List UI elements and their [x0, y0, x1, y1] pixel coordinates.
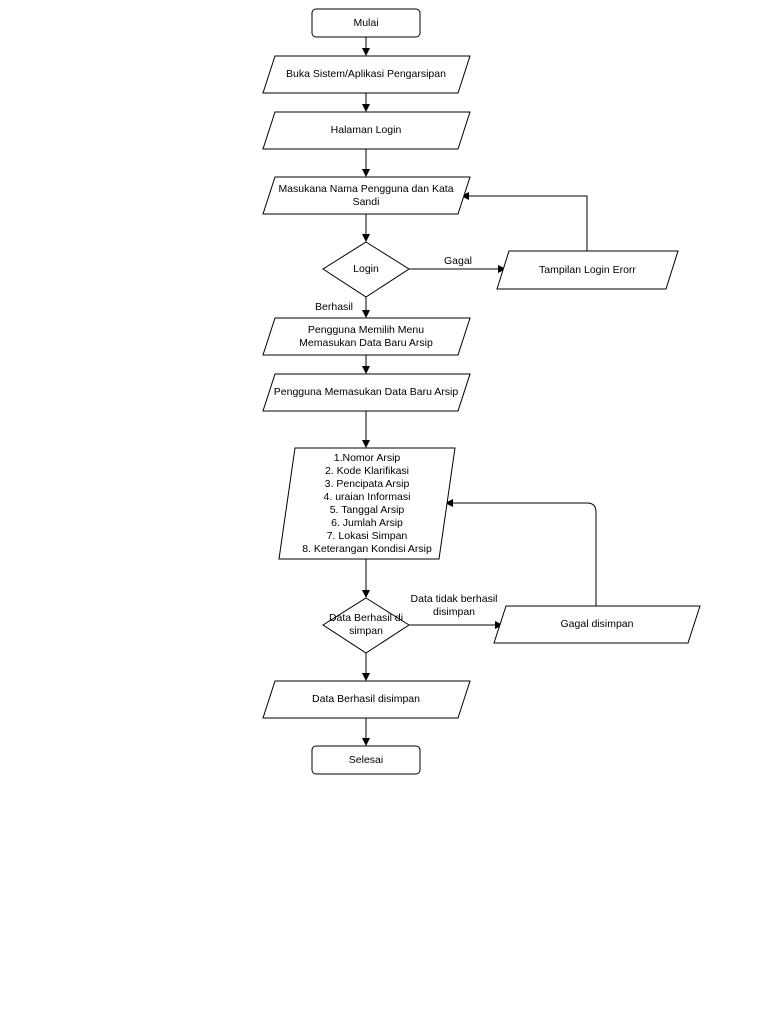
end-terminal	[311, 745, 421, 775]
start-label: Mulai	[353, 16, 379, 29]
save-failed-io	[493, 605, 701, 644]
edge-savefail-retry	[445, 499, 597, 606]
edge-error-retry	[461, 192, 588, 251]
choose-menu-label: Pengguna Memilih Menu Memasukan Data Bar…	[299, 323, 433, 349]
input-credentials-io	[262, 176, 471, 215]
login-error-label: Tampilan Login Erorr	[539, 263, 636, 276]
field-item-4: 4. uraian Informasi	[323, 490, 411, 503]
field-item-2: 2. Kode Klarifikasi	[324, 464, 410, 477]
edge-label-save-fail: Data tidak berhasil disimpan	[410, 593, 498, 618]
field-item-8: 8. Keterangan Kondisi Arsip	[302, 542, 432, 555]
login-page-label: Halaman Login	[330, 124, 402, 136]
open-system-io	[262, 55, 471, 94]
login-page-io	[262, 111, 471, 150]
field-item-1: 1.Nomor Arsip	[333, 451, 401, 464]
save-failed-label: Gagal disimpan	[560, 618, 634, 630]
edge-label-berhasil: Berhasil	[315, 300, 353, 313]
save-success-label: Data Berhasil disimpan	[312, 693, 420, 705]
end-label: Selesai	[348, 753, 384, 766]
enter-data-label: Pengguna Memasukan Data Baru Arsip	[273, 386, 459, 398]
edge-label-gagal: Gagal	[443, 254, 473, 267]
enter-data-io	[262, 373, 471, 412]
login-decision-label: Login	[353, 262, 379, 275]
save-decision-label: Data Berhasil di simpan	[328, 612, 404, 637]
save-decision-diamond	[322, 597, 410, 654]
field-item-6: 6. Jumlah Arsip	[331, 516, 403, 529]
fields-list: 1.Nomor Arsip 2. Kode Klarifikasi 3. Pen…	[283, 451, 451, 556]
login-decision-diamond	[322, 241, 410, 298]
input-credentials-label: Masukana Nama Pengguna dan Kata Sandi	[278, 182, 454, 208]
field-item-3: 3. Pencipata Arsip	[324, 477, 410, 490]
start-terminal	[311, 8, 421, 38]
login-error-io	[496, 250, 679, 290]
choose-menu-io	[262, 317, 471, 356]
field-item-7: 7. Lokasi Simpan	[326, 529, 408, 542]
open-system-label: Buka Sistem/Aplikasi Pengarsipan	[286, 68, 446, 80]
save-success-io	[262, 680, 471, 719]
field-item-5: 5. Tanggal Arsip	[329, 503, 405, 516]
fields-io	[278, 447, 456, 560]
